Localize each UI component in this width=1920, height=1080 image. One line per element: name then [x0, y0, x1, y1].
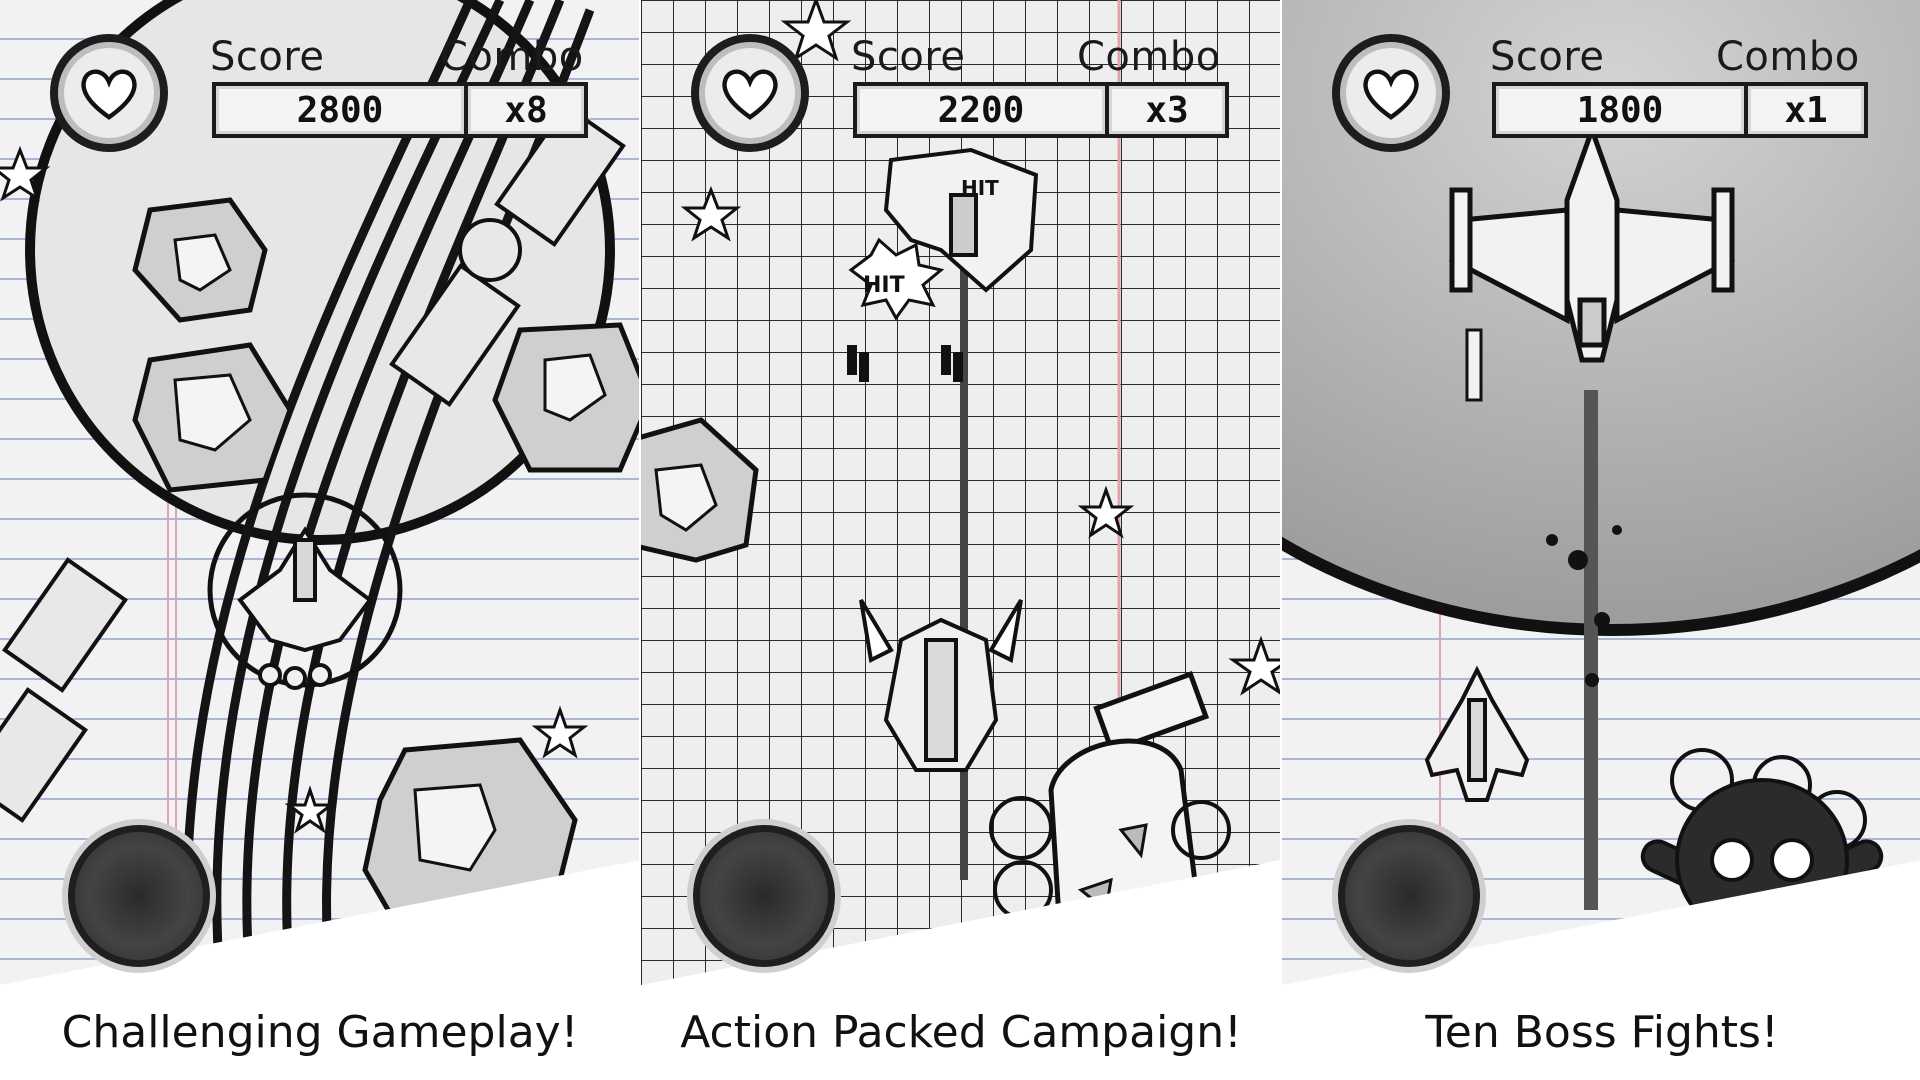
combo-label: Combo	[1077, 34, 1221, 80]
combo-label: Combo	[1716, 34, 1860, 80]
splatter	[1546, 525, 1622, 687]
stars	[680, 0, 1281, 696]
score-label: Score	[851, 34, 966, 80]
score-value: 2800	[212, 82, 468, 138]
hit-text-2: HIT	[961, 176, 999, 200]
damaged-enemy	[883, 147, 1039, 293]
combo-value: x8	[464, 82, 588, 138]
caption: Ten Boss Fights!	[1282, 985, 1920, 1080]
score-value: 2200	[853, 82, 1109, 138]
fire-button[interactable]	[693, 825, 835, 967]
player-ship	[1424, 665, 1530, 802]
missile	[1465, 328, 1483, 402]
player-ship	[237, 526, 373, 690]
heart-icon	[722, 69, 778, 120]
combo-value: x1	[1744, 82, 1868, 138]
fire-button[interactable]	[1338, 825, 1480, 967]
gameplay-scene-3	[1282, 0, 1920, 1080]
heart-icon	[81, 69, 137, 120]
caption: Challenging Gameplay!	[0, 985, 640, 1080]
screenshot-panel-2: HIT HIT	[641, 0, 1281, 1080]
heart-icon	[1363, 69, 1419, 120]
caption: Action Packed Campaign!	[641, 985, 1281, 1080]
screenshot-panel-3: Score Combo 1800 x1 Ten Boss Fights!	[1282, 0, 1920, 1080]
shield-bubble	[207, 492, 403, 688]
satellite	[0, 102, 626, 823]
lives-heart-button[interactable]	[1332, 34, 1450, 152]
score-label: Score	[210, 34, 325, 80]
screenshot-panel-1: Score Combo 2800 x8 Challenging Gameplay…	[0, 0, 640, 1080]
panel-divider	[639, 0, 641, 985]
hud: Score Combo 2800 x8	[0, 0, 640, 152]
fire-button[interactable]	[68, 825, 210, 967]
hud: Score Combo 2200 x3	[641, 0, 1281, 152]
asteroid	[641, 417, 759, 563]
player-ship	[859, 598, 1023, 772]
hit-text: HIT	[863, 273, 905, 298]
combo-label: Combo	[440, 34, 584, 80]
gameplay-scene-1	[0, 0, 640, 1080]
boss-ship	[1449, 122, 1735, 363]
hud: Score Combo 1800 x1	[1282, 0, 1920, 152]
gameplay-scene-2: HIT HIT	[641, 0, 1281, 1080]
stars	[0, 145, 589, 834]
combo-value: x3	[1105, 82, 1229, 138]
lives-heart-button[interactable]	[691, 34, 809, 152]
enemy-bullets	[847, 345, 963, 382]
hit-burst	[848, 237, 945, 321]
score-label: Score	[1490, 34, 1605, 80]
lives-heart-button[interactable]	[50, 34, 168, 152]
panel-divider	[1280, 0, 1282, 985]
score-value: 1800	[1492, 82, 1748, 138]
